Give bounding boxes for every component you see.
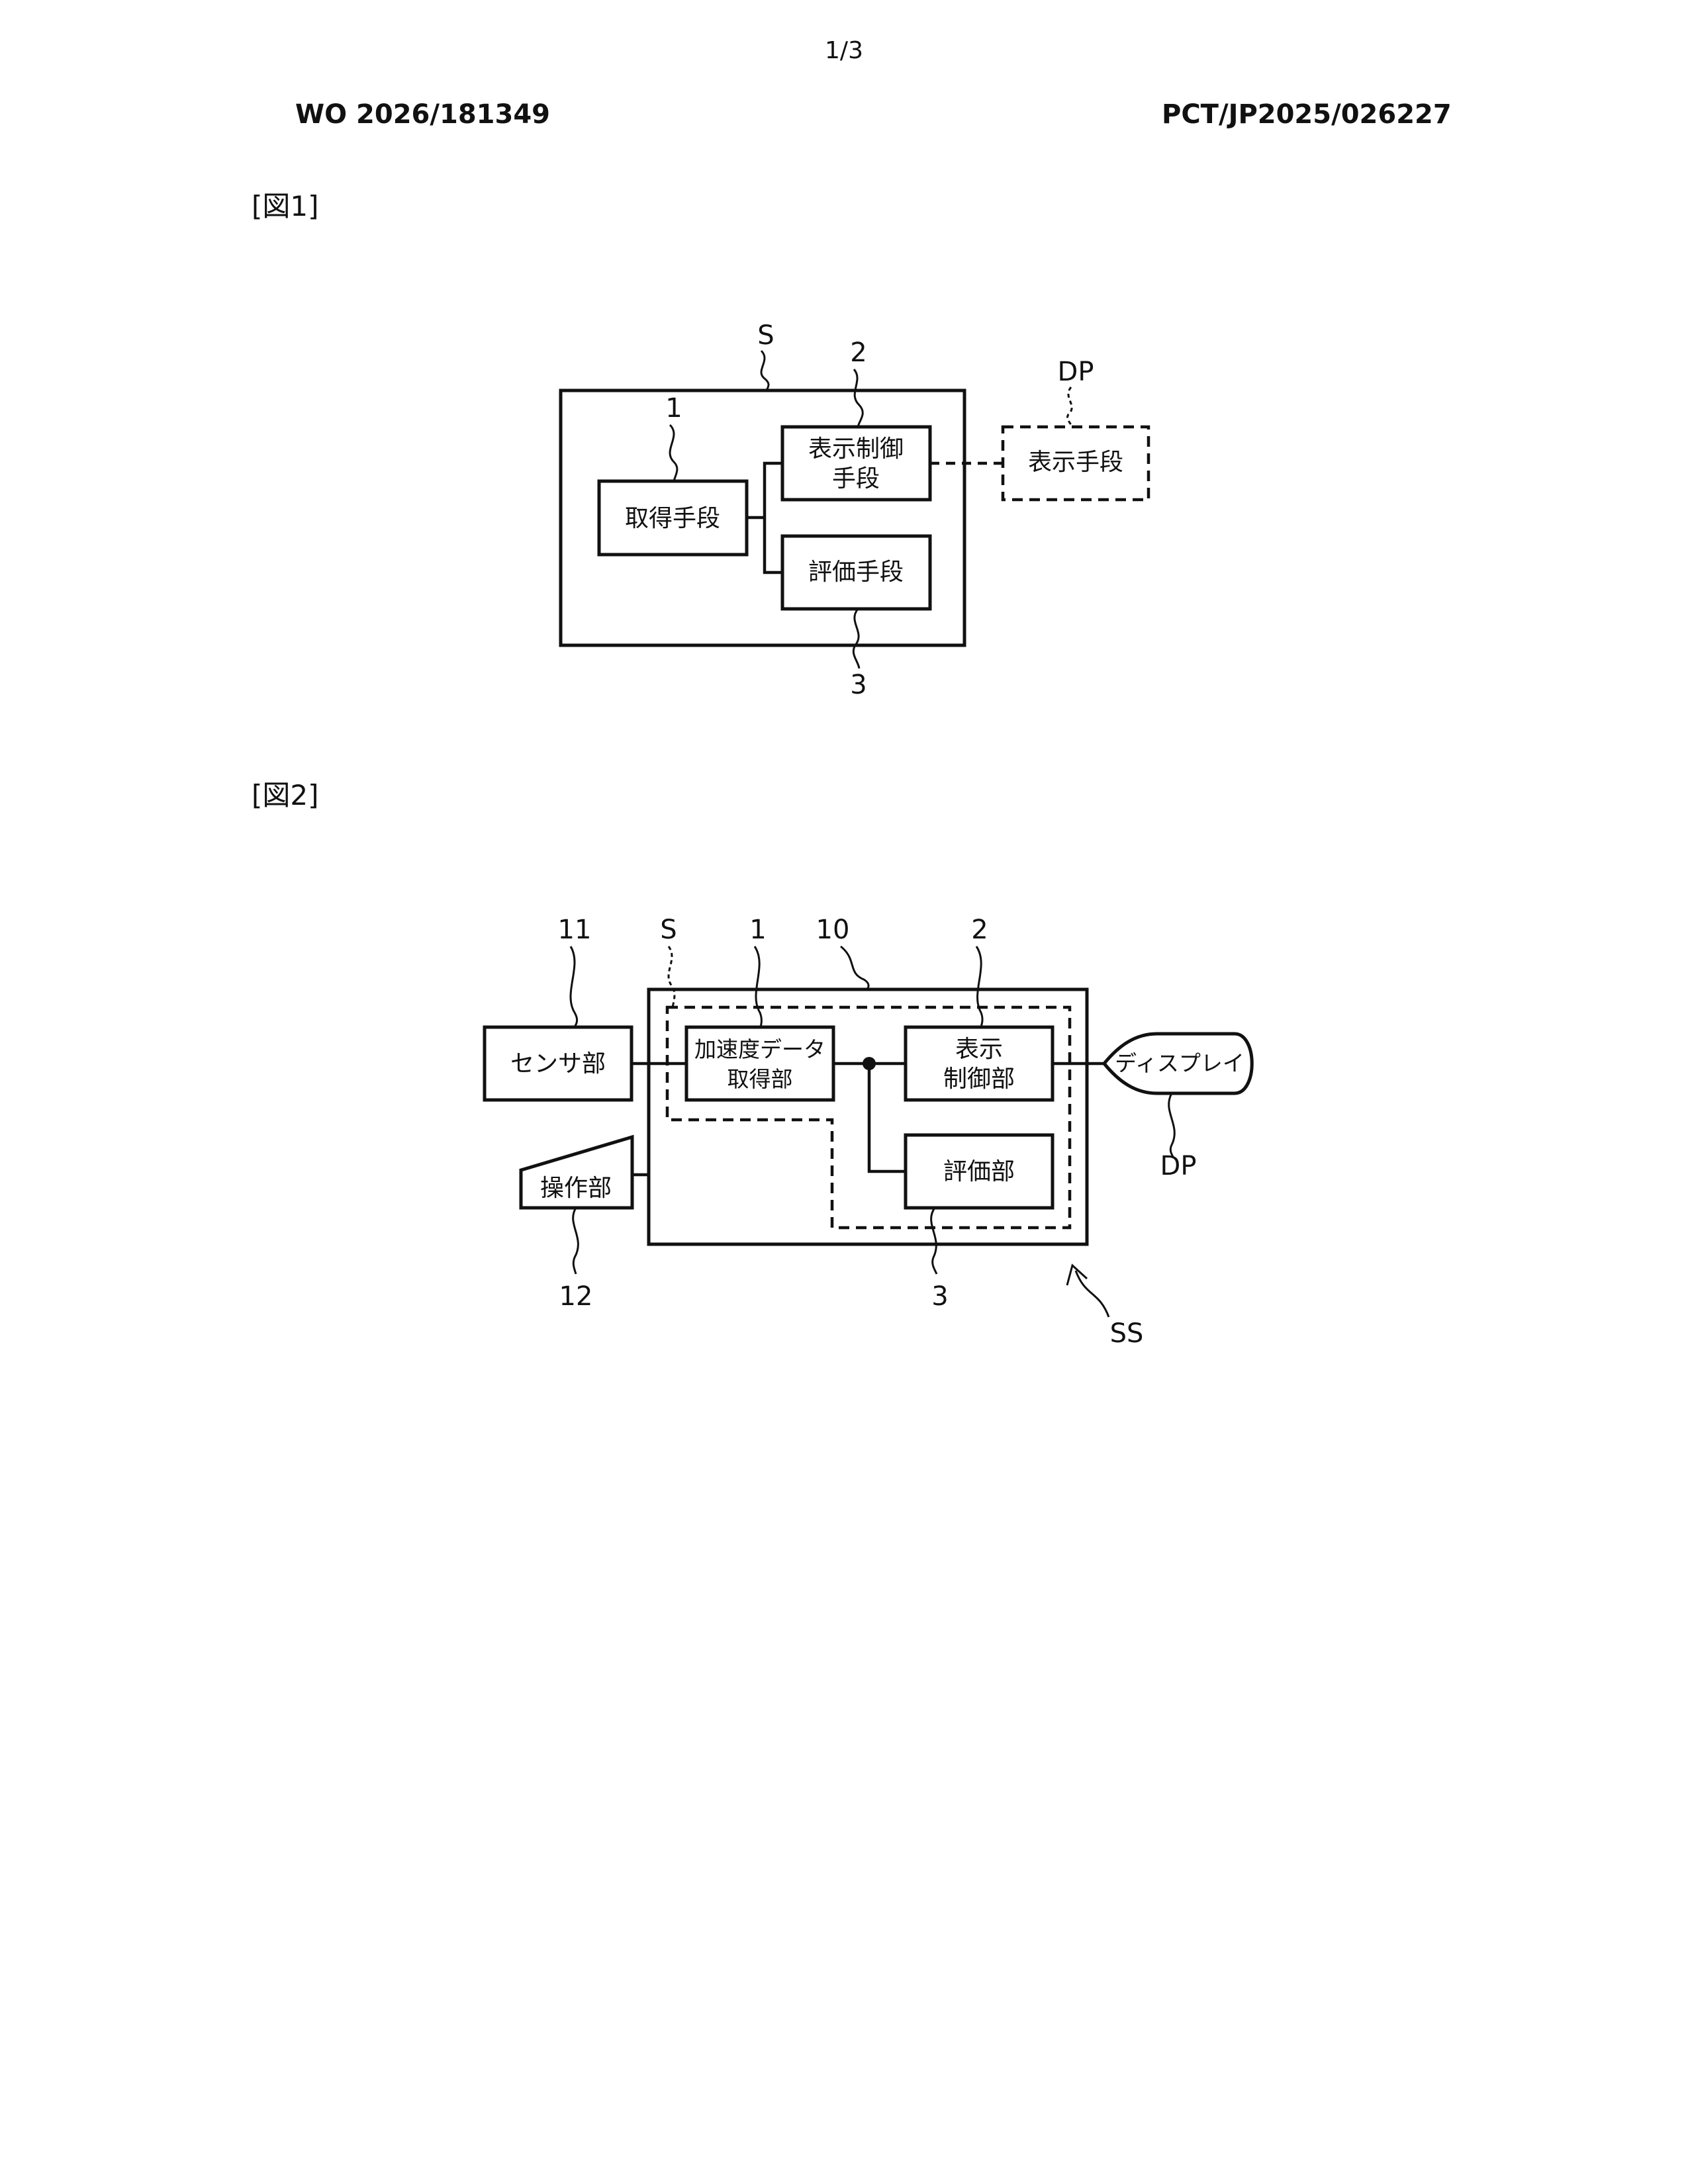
fig2-ref-display: DP bbox=[1160, 1151, 1197, 1181]
fig1-ref-display: DP bbox=[1058, 357, 1094, 387]
fig2-leader-operation bbox=[573, 1208, 579, 1274]
fig1-acquisition-label: 取得手段 bbox=[625, 505, 720, 532]
figure2-label: [図2] bbox=[252, 773, 319, 813]
figure2-diagram: センサ部 加速度データ 取得部 表示 制御部 評価部 操作部 ディスプレイ 11… bbox=[0, 907, 1688, 1357]
figure1-label: [図1] bbox=[252, 184, 319, 224]
fig2-sensor-label: センサ部 bbox=[510, 1050, 606, 1077]
fig2-ref-acquisition: 1 bbox=[749, 915, 766, 945]
fig2-leader-overall bbox=[1076, 1271, 1109, 1317]
fig2-ref-display-control: 2 bbox=[971, 915, 988, 945]
fig1-ref-system: S bbox=[757, 320, 774, 351]
fig2-acquisition-label-1: 加速度データ bbox=[694, 1036, 825, 1062]
fig2-display-control-label-2: 制御部 bbox=[943, 1066, 1015, 1093]
page-number: 1/3 bbox=[0, 37, 1688, 64]
fig2-leader-sensor bbox=[571, 946, 577, 1027]
fig2-display-control-label-1: 表示 bbox=[955, 1036, 1003, 1063]
fig2-acquisition-label-2: 取得部 bbox=[727, 1066, 793, 1092]
fig2-ref-sensor: 11 bbox=[558, 915, 592, 945]
fig2-operation-label: 操作部 bbox=[540, 1175, 612, 1202]
fig1-ref-evaluation: 3 bbox=[850, 670, 867, 700]
fig2-leader-device bbox=[841, 946, 868, 989]
fig2-evaluation-label: 評価部 bbox=[943, 1158, 1015, 1185]
application-number: PCT/JP2025/026227 bbox=[1162, 99, 1452, 130]
figure1-diagram: 取得手段 表示制御 手段 評価手段 表示手段 S 2 DP 1 3 bbox=[0, 304, 1688, 715]
fig1-display-label: 表示手段 bbox=[1028, 449, 1123, 476]
fig2-ref-operation: 12 bbox=[559, 1281, 593, 1312]
fig1-evaluation-label: 評価手段 bbox=[808, 559, 904, 586]
fig1-display-control-label-2: 手段 bbox=[832, 465, 880, 492]
fig1-ref-display-control: 2 bbox=[850, 338, 867, 368]
fig2-ref-overall: SS bbox=[1110, 1318, 1144, 1349]
fig1-display-control-label-1: 表示制御 bbox=[808, 435, 904, 463]
fig2-ref-system: S bbox=[660, 915, 677, 945]
fig2-display-label: ディスプレイ bbox=[1115, 1050, 1244, 1076]
fig2-leader-display bbox=[1169, 1093, 1175, 1157]
fig1-leader-display bbox=[1068, 387, 1072, 427]
fig1-ref-acquisition: 1 bbox=[665, 393, 682, 424]
fig1-leader-system bbox=[761, 351, 769, 390]
fig2-junction-dot bbox=[863, 1057, 876, 1070]
publication-number: WO 2026/181349 bbox=[295, 99, 550, 130]
fig2-ref-evaluation: 3 bbox=[931, 1281, 948, 1312]
fig2-ref-device: 10 bbox=[816, 915, 850, 945]
